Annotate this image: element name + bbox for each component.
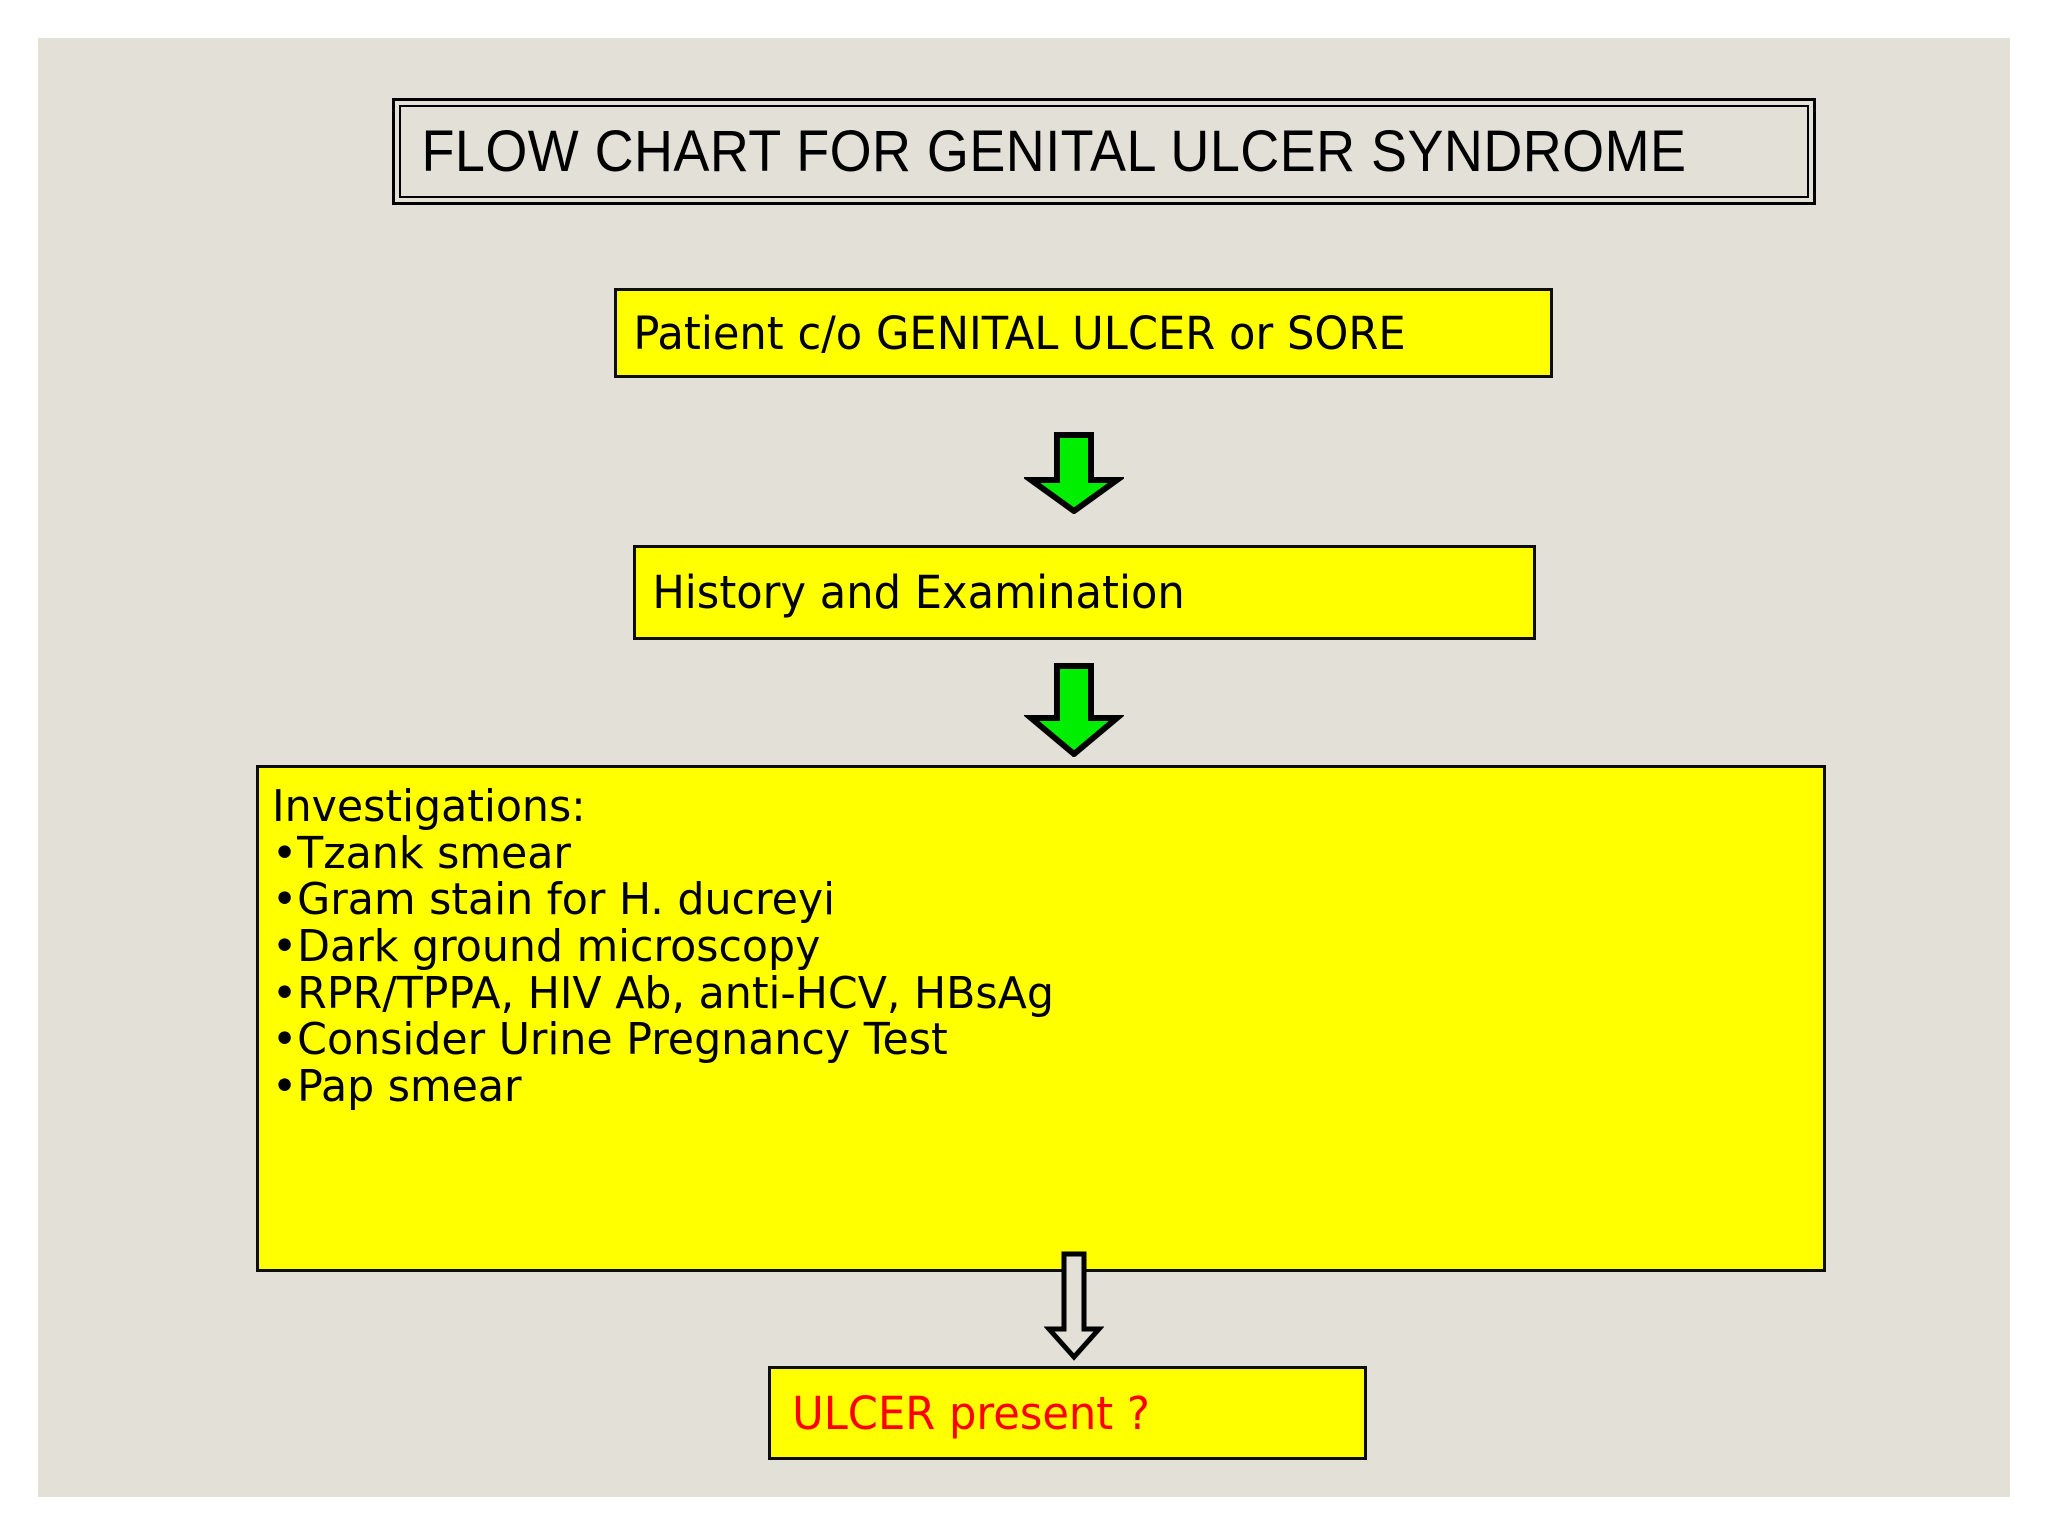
page-title: FLOW CHART FOR GENITAL ULCER SYNDROME (421, 119, 1687, 184)
slide-canvas: FLOW CHART FOR GENITAL ULCER SYNDROME Pa… (38, 38, 2010, 1497)
list-item: RPR/TPPA, HIV Ab, anti-HCV, HBsAg (272, 970, 1776, 1018)
list-item: Tzank smear (272, 830, 1776, 878)
flow-node-history-label: History and Examination (652, 566, 1185, 619)
flow-node-patient[interactable]: Patient c/o GENITAL ULCER or SORE (614, 288, 1553, 378)
flow-node-investigations[interactable]: Investigations: Tzank smear Gram stain f… (256, 765, 1826, 1272)
flow-node-ulcer-present-label: ULCER present ? (792, 1386, 1150, 1440)
chart-title-box-inner: FLOW CHART FOR GENITAL ULCER SYNDROME (399, 105, 1809, 198)
arrow-down-green-icon (1021, 432, 1127, 515)
flow-node-patient-label: Patient c/o GENITAL ULCER or SORE (633, 306, 1406, 360)
arrow-down-green-icon (1022, 663, 1126, 758)
list-item: Gram stain for H. ducreyi (272, 877, 1776, 924)
list-item: Dark ground microscopy (272, 923, 1776, 971)
flow-node-ulcer-present[interactable]: ULCER present ? (768, 1366, 1367, 1460)
arrow-down-outline-icon (1043, 1251, 1105, 1361)
list-item: Consider Urine Pregnancy Test (272, 1016, 1776, 1064)
list-item: Pap smear (272, 1063, 1776, 1111)
investigations-heading: Investigations: (272, 781, 586, 832)
chart-title-box: FLOW CHART FOR GENITAL ULCER SYNDROME (392, 98, 1816, 205)
flow-node-history[interactable]: History and Examination (633, 545, 1536, 640)
investigations-list: Tzank smear Gram stain for H. ducreyi Da… (272, 830, 1823, 1111)
